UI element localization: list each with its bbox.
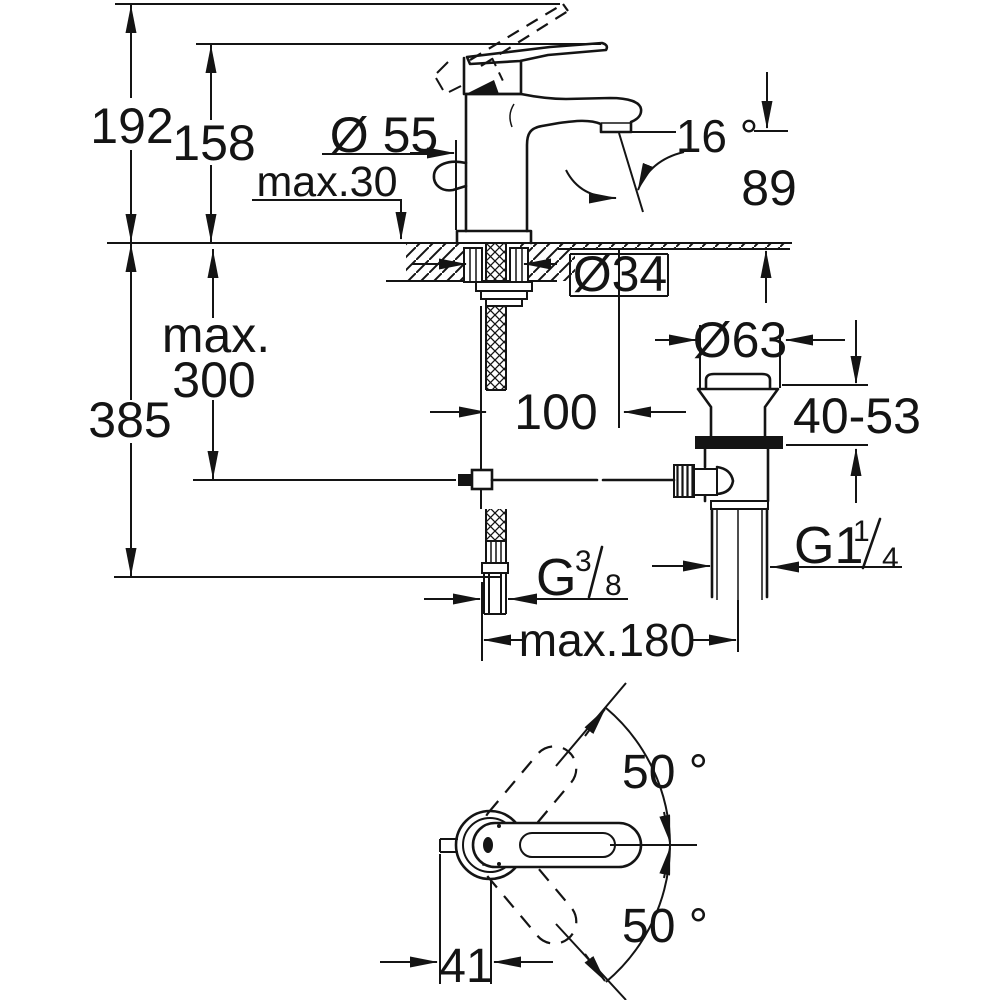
hub-dot-bottom [497, 862, 501, 866]
dim-lever-height-label: 158 [172, 115, 255, 171]
waste-tailpipe [710, 507, 769, 599]
waste-gasket [695, 436, 783, 449]
supply-thread-numerator: 3 [575, 545, 592, 578]
under-deck-assembly [458, 244, 676, 615]
dim-hose-offset-label: 100 [514, 384, 597, 440]
dim-hub-offset-label: 41 [439, 940, 492, 993]
dim-waste-diameter-label: Ø63 [693, 312, 788, 368]
hub-left-tab [439, 838, 458, 853]
dim-spout-height-label: 89 [741, 160, 797, 216]
supply-hose-edges-lower [485, 509, 507, 541]
dim-base-diameter-label: Ø 55 [330, 107, 438, 163]
drain-thread-numerator: 1 [853, 515, 870, 548]
side-lever-hook [432, 160, 468, 192]
dim-spout-angle-label: 16 ° [676, 110, 758, 162]
drain-thread-denominator: 4 [882, 542, 899, 575]
body-and-spout [464, 92, 643, 233]
dim-overall-drop-label: 385 [88, 392, 171, 448]
arrow-arc-upper-end [584, 708, 606, 737]
side-view: 192 158 Ø 55 max.30 16 ° 89 Ø34 max. 300… [88, 3, 921, 666]
raised-handle-marks [435, 61, 462, 93]
lever [465, 41, 609, 66]
arrow-16deg-right [637, 151, 685, 191]
arrow-arc-upper-horiz [659, 811, 671, 843]
shank-nut-left-stripes [469, 248, 477, 282]
arrow-16deg-left [565, 169, 617, 204]
shank-washer-3 [485, 298, 523, 307]
waste-lock-ring [710, 500, 769, 510]
rod-clamp-body [470, 468, 494, 491]
dia34-box [569, 253, 669, 297]
handle-joint-wedge [466, 80, 499, 94]
top-view: 50 ° 50 ° 41 [380, 682, 708, 1000]
deck-hatch-left [406, 243, 466, 281]
swing-angle-lower-label: 50 ° [622, 900, 708, 953]
supply-hose-braid-upper [486, 244, 506, 390]
faucet-side-outline [432, 3, 643, 245]
supply-tube [483, 573, 507, 615]
waste-push-button [704, 372, 772, 390]
swing-angle-upper-label: 50 ° [622, 746, 708, 799]
dim-hole-diameter-label: Ø34 [573, 246, 668, 302]
hose-nut [481, 562, 509, 574]
shank-nut-left [463, 247, 483, 283]
adjuster-stem [693, 468, 718, 496]
hose-connector-stripes [490, 541, 502, 563]
waste-flange [696, 387, 780, 438]
supply-hose-edges-upper [485, 244, 507, 391]
supply-hose-braid-lower [486, 509, 506, 541]
arrow-arc-lower-end [584, 953, 606, 982]
spout-root-arc [509, 103, 515, 128]
adjuster-knurled-knob [673, 464, 695, 498]
rod-clamp-block [458, 474, 472, 486]
arrow-arc-lower-horiz [659, 847, 671, 879]
hub-slot [483, 837, 493, 853]
base-plate [455, 229, 533, 245]
shank-washer-1 [475, 281, 533, 292]
dim-hose-drop-label-line2: 300 [172, 352, 255, 408]
supply-thread-denominator: 8 [605, 569, 622, 602]
waste-body [703, 447, 770, 503]
g38-fraction-slash [587, 545, 604, 599]
supply-thread-label: G [536, 549, 576, 607]
dim-deck-thickness-label: max.30 [256, 158, 397, 206]
g114-fraction-slash [861, 517, 882, 570]
reference-lines [114, 3, 868, 661]
dim-overall-height-label: 192 [90, 98, 173, 154]
shank-nut-right-stripes [515, 248, 523, 282]
mounting-deck [107, 242, 792, 282]
dim-waste-range-label: 40-53 [793, 388, 921, 444]
deck-tick-strip [558, 243, 788, 249]
shank-washer-2 [480, 290, 528, 300]
pop-up-waste-valve [673, 372, 783, 600]
raised-handle-dashed [469, 3, 569, 67]
dim-centre-distance-label: max.180 [519, 614, 695, 666]
drain-thread-label: G1 [794, 517, 863, 575]
hub-dot-top [497, 824, 501, 828]
dim-hose-drop-label-line1: max. [162, 307, 270, 363]
waste-tailpipe-inner [716, 509, 763, 600]
dimension-arrows [125, 5, 862, 646]
